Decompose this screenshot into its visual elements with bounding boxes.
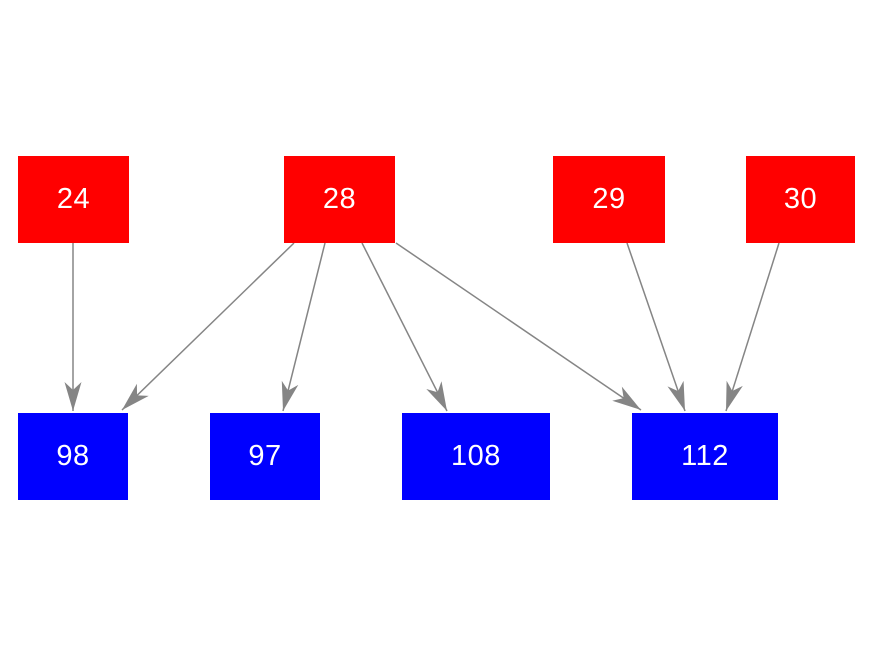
node-label: 108 — [451, 440, 501, 472]
node-label: 112 — [681, 440, 729, 472]
node-30: 30 — [746, 156, 855, 243]
node-label: 29 — [592, 183, 626, 215]
node-97: 97 — [210, 413, 320, 500]
node-29: 29 — [553, 156, 665, 243]
node-24: 24 — [18, 156, 129, 243]
node-112: 112 — [632, 413, 778, 500]
node-label: 98 — [56, 440, 90, 472]
node-28: 28 — [284, 156, 395, 243]
node-label: 28 — [322, 183, 357, 215]
node-label: 97 — [248, 440, 282, 472]
node-108: 108 — [402, 413, 550, 500]
node-label: 24 — [56, 183, 91, 215]
node-label: 30 — [783, 183, 818, 215]
node-98: 98 — [18, 413, 128, 500]
